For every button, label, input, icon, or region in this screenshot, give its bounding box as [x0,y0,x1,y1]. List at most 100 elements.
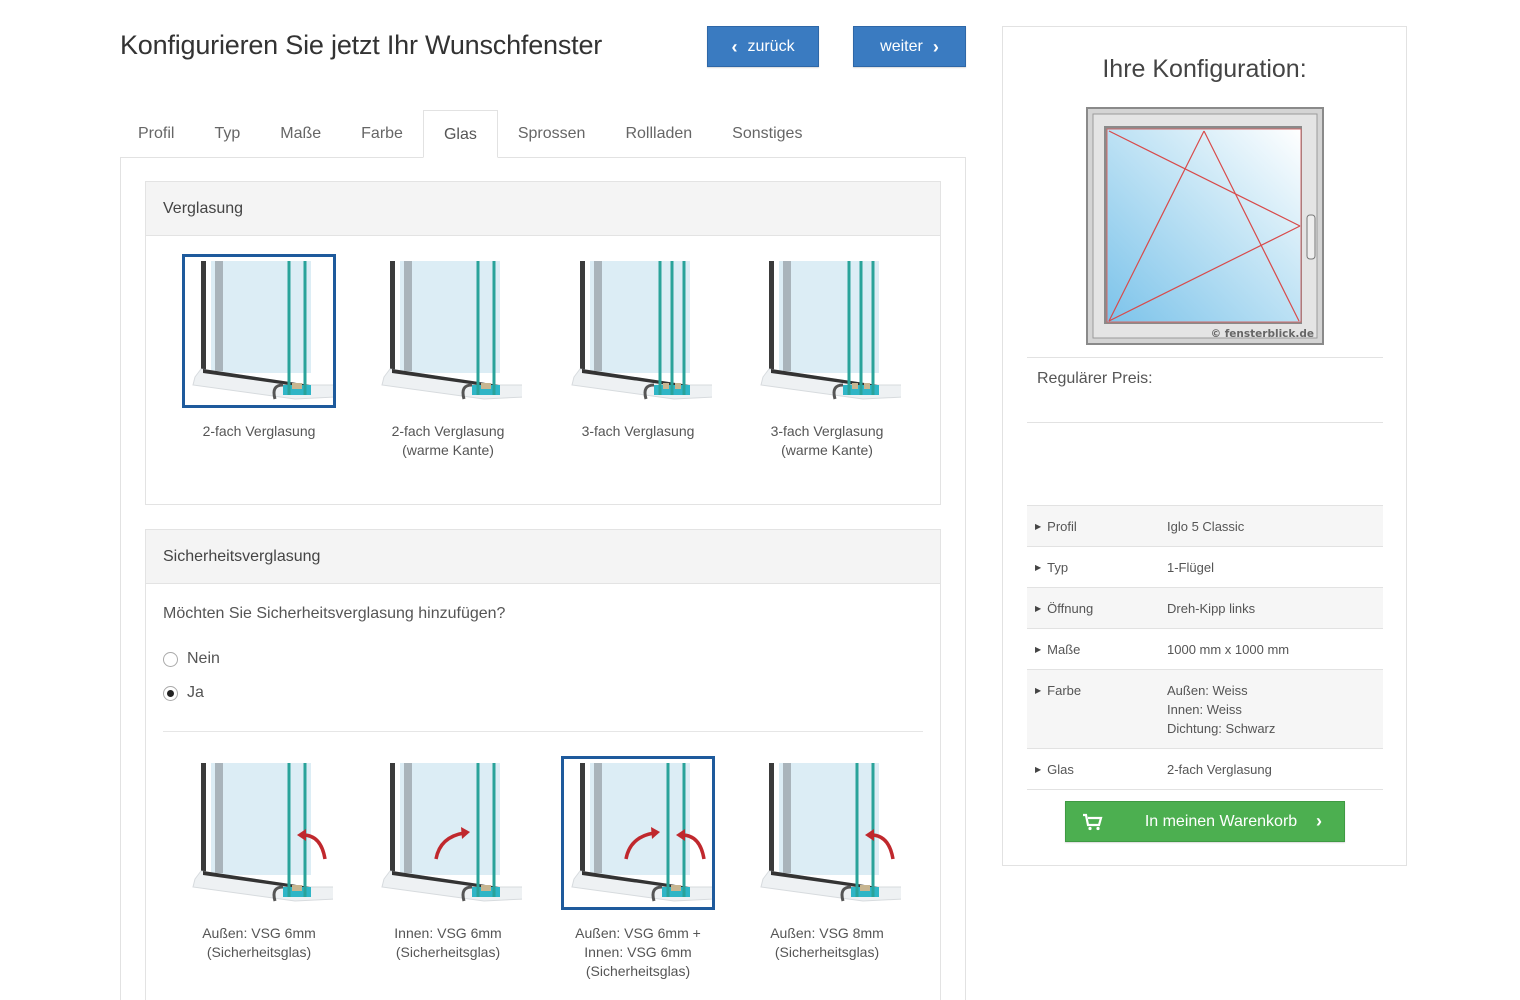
tab-sprossen[interactable]: Sprossen [517,125,586,142]
radio-nein-label: Nein [187,650,220,667]
config-key: ▶Profil [1027,517,1167,536]
config-value-line: 2-fach Verglasung [1167,762,1272,777]
config-key: ▶ Farbe [1027,681,1167,738]
config-tabs: Profil Typ Maße Farbe Glas Sprossen Rollladen S… [120,110,966,158]
cart-icon [1083,813,1103,830]
label-line: Außen: VSG 6mm [202,925,316,941]
radio-ja-label: Ja [187,684,204,701]
opening-symbol [1108,130,1301,322]
radio-nein[interactable]: Nein [163,650,220,668]
config-value-line: 1-Flügel [1167,560,1214,575]
triangle-right-icon: ▶ [1035,604,1042,613]
label-line: (Sicherheitsglas) [774,944,880,960]
glass-cross-section-image[interactable] [750,254,904,408]
label-line: 2-fach Verglasung [391,423,505,439]
radio-ja[interactable]: Ja [163,684,204,702]
config-key-label: Typ [1047,560,1069,575]
triangle-right-icon: ▶ [1035,686,1042,695]
label-line: (warme Kante) [402,442,494,458]
config-value: Dreh-Kipp links [1167,599,1255,618]
config-row-glas[interactable]: ▶ Glas 2-fach Verglasung [1027,749,1383,790]
label-line: 3-fach Verglasung [581,423,695,439]
separator [1027,357,1383,358]
regular-price-label: Regulärer Preis: [1037,370,1153,387]
config-key-label: Profil [1047,519,1077,534]
config-key-label: Farbe [1047,683,1082,698]
security-glazing-panel: Sicherheitsverglasung Möchten Sie Sicher… [145,529,941,1000]
glazing-option[interactable]: 3-fach Verglasung [543,254,733,441]
handle-icon [1306,214,1316,260]
security-question: Möchten Sie Sicherheitsverglasung hinzuf… [163,605,506,622]
chevron-right-icon: › [932,36,939,57]
glazing-option[interactable]: 2-fach Verglasung [164,254,354,441]
config-value: Iglo 5 Classic [1167,517,1244,536]
radio-ja-circle[interactable] [163,685,178,701]
config-value-line: Außen: Weiss [1167,683,1248,698]
back-button-label: zurück [747,37,795,55]
label-line: (warme Kante) [781,442,873,458]
label-line: (Sicherheitsglas) [585,963,691,979]
config-row-öffnung[interactable]: ▶ Öffnung Dreh-Kipp links [1027,588,1383,629]
tab-rollladen[interactable]: Rollladen [625,125,693,142]
glass-cross-section-image[interactable] [561,254,715,408]
add-to-cart-button[interactable]: In meinen Warenkorb › [1065,801,1345,842]
glass-cross-section-image[interactable] [371,756,525,910]
chevron-right-icon: › [1316,811,1322,831]
config-key-label: Maße [1047,642,1081,657]
config-key-label: Öffnung [1047,601,1094,616]
security-heading: Sicherheitsverglasung [146,530,940,584]
summary-title: Ihre Konfiguration: [1102,55,1307,83]
glass-cross-section-image[interactable] [561,756,715,910]
tab-glas[interactable]: Glas [422,110,498,158]
label-line: Außen: VSG 8mm [770,925,884,941]
security-option-label: Innen: VSG 6mm (Sicherheitsglas) [353,924,543,962]
glazing-option[interactable]: 2-fach Verglasung (warme Kante) [353,254,543,460]
tab-typ[interactable]: Typ [214,125,241,142]
next-button[interactable]: weiter › [853,26,966,67]
tab-masse[interactable]: Maße [280,125,322,142]
config-value-line: 1000 mm x 1000 mm [1167,642,1290,657]
glass-cross-section-image[interactable] [371,254,525,408]
label-line: (Sicherheitsglas) [206,944,312,960]
tab-profil[interactable]: Profil [138,125,175,142]
security-option[interactable]: Außen: VSG 8mm (Sicherheitsglas) [732,756,922,962]
label-line: Innen: VSG 6mm [584,944,692,960]
glass-cross-section-image[interactable] [750,756,904,910]
security-option[interactable]: Außen: VSG 6mm (Sicherheitsglas) [164,756,354,962]
triangle-right-icon: ▶ [1035,563,1042,572]
glazing-option-label: 2-fach Verglasung [164,422,354,441]
label-line: 2-fach Verglasung [202,423,316,439]
config-row-typ[interactable]: ▶ Typ 1-Flügel [1027,547,1383,588]
separator [1027,422,1383,423]
config-value-line: Innen: Weiss [1167,702,1242,717]
security-option[interactable]: Innen: VSG 6mm (Sicherheitsglas) [353,756,543,962]
security-option-label: Außen: VSG 6mm + Innen: VSG 6mm (Sicherhei… [543,924,733,981]
config-key: ▶ Glas [1027,760,1167,779]
page-title: Konfigurieren Sie jetzt Ihr Wunschfenste… [120,30,603,60]
radio-nein-circle[interactable] [163,651,178,667]
tab-sonstiges[interactable]: Sonstiges [732,125,803,142]
triangle-right-icon: ▶ [1035,765,1042,774]
security-option[interactable]: Außen: VSG 6mm + Innen: VSG 6mm (Sicherhei… [543,756,733,981]
config-value-line: Dreh-Kipp links [1167,601,1256,616]
config-key: ▶Maße [1027,640,1167,659]
config-key-label: Glas [1047,762,1074,777]
config-value: 1-Flügel [1167,558,1214,577]
label-line: (Sicherheitsglas) [395,944,501,960]
back-button[interactable]: ‹ zurück [707,26,819,67]
glass-cross-section-image[interactable] [182,254,336,408]
glass-cross-section-image[interactable] [182,756,336,910]
label-line: 3-fach Verglasung [770,423,884,439]
tab-farbe[interactable]: Farbe [361,125,403,142]
label-line: Außen: VSG 6mm + [575,925,701,941]
glazing-option-label: 3-fach Verglasung [543,422,733,441]
label-line: Innen: VSG 6mm [394,925,502,941]
config-value-line: Dichtung: Schwarz [1167,721,1276,736]
config-key: ▶ Öffnung [1027,599,1167,618]
glazing-option[interactable]: 3-fach Verglasung (warme Kante) [732,254,922,460]
